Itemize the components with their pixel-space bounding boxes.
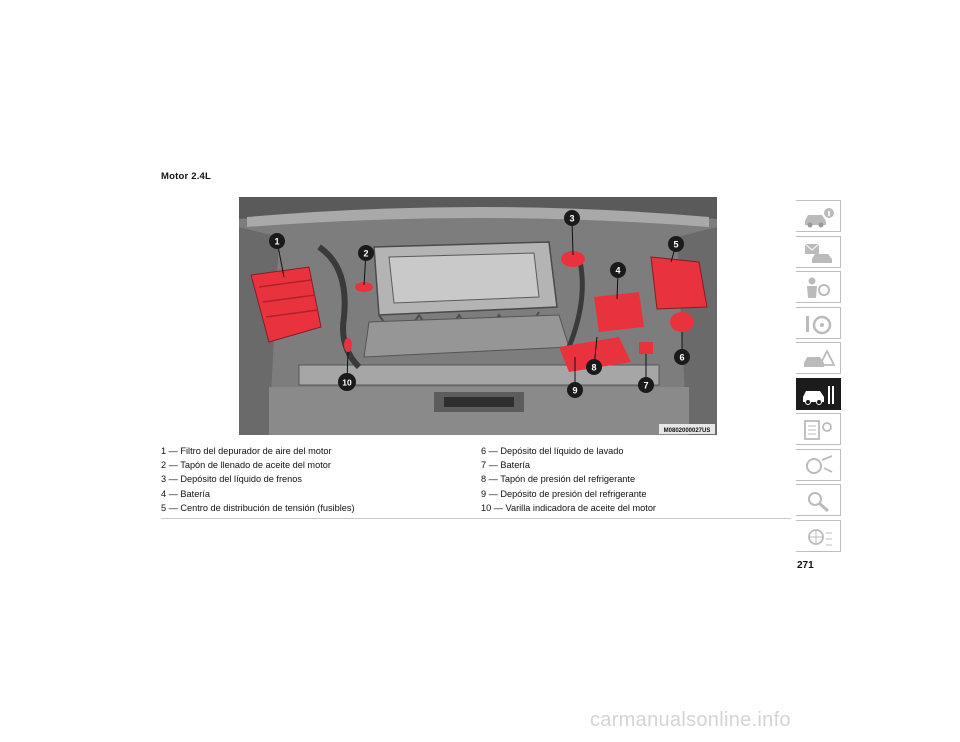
callout-4: [610, 262, 626, 278]
tab-starting-operating[interactable]: [796, 342, 841, 374]
callout-7-label: 7: [643, 381, 648, 391]
legend-item: 8 — Tapón de presión del refrigerante: [481, 474, 636, 485]
callout-9-label: 9: [572, 386, 577, 396]
car-service-wrench-icon: [803, 385, 834, 405]
figure-code: M0802000027US: [664, 428, 711, 434]
callout-1: [269, 233, 285, 249]
callout-6: [674, 349, 690, 365]
languages-icon: [808, 528, 832, 545]
callout-7: [638, 377, 654, 393]
tab-maintenance-schedule[interactable]: [796, 413, 841, 445]
callout-8-label: 8: [591, 363, 596, 373]
callout-10-label: 10: [342, 378, 352, 388]
steering-wheel-icon: [806, 315, 832, 334]
engine-bay-illustration: 1 2 3 4 5 6 7 8 9 10 M0802000027US: [239, 197, 717, 435]
tab-index[interactable]: [796, 484, 841, 516]
tab-getting-started[interactable]: [796, 235, 841, 268]
callout-3-label: 3: [569, 214, 574, 224]
maintenance-checklist-icon: [804, 420, 832, 440]
tab-languages[interactable]: [796, 519, 841, 552]
callout-5: [668, 236, 684, 252]
warning-car-icon: [804, 348, 836, 367]
engine-bay-figure: 1 2 3 4 5 6 7 8 9 10 M0802000027US: [239, 197, 717, 435]
legend-item: 4 — Batería: [161, 488, 211, 499]
legend-item: 5 — Centro de distribución de tensión (f…: [161, 502, 355, 513]
page-title: Motor 2.4L: [161, 171, 212, 182]
specifications-icon: [806, 454, 833, 474]
magnifier-index-icon: [808, 492, 829, 513]
callout-4-label: 4: [615, 266, 620, 276]
chapter-tab-strip: [796, 200, 841, 555]
page-number: 271: [797, 560, 814, 571]
legend-item: 2 — Tapón de llenado de aceite del motor: [161, 460, 331, 471]
tab-getting-to-know-vehicle[interactable]: [796, 200, 841, 232]
legend-item: 9 — Depósito de presión del refrigerante: [481, 488, 647, 499]
callout-5-label: 5: [673, 240, 678, 250]
callout-3: [564, 210, 580, 226]
seat-belt-person-icon: [807, 277, 830, 298]
legend-item: 1 — Filtro del depurador de aire del mot…: [161, 446, 332, 456]
callout-8: [586, 359, 602, 375]
watermark: carmanualsonline.info: [590, 709, 791, 731]
tab-specifications[interactable]: [796, 448, 841, 481]
callout-2: [358, 245, 374, 261]
callout-markers: 1 2 3 4 5 6 7 8 9 10: [269, 210, 690, 398]
callout-6-label: 6: [679, 353, 684, 363]
tab-servicing-maintenance[interactable]: [796, 377, 841, 410]
figure-legend: 1 — Filtro del depurador de aire del mot…: [161, 444, 791, 520]
car-info-icon: [805, 208, 834, 228]
legend-item: 6 — Depósito del líquido de lavado: [481, 446, 624, 456]
envelope-car-icon: [804, 243, 832, 263]
callout-10: [338, 373, 356, 391]
legend-item: 3 — Depósito del líquido de frenos: [161, 474, 302, 485]
legend-item: 7 — Batería: [481, 460, 531, 471]
tab-safety[interactable]: [796, 271, 841, 303]
callout-2-label: 2: [363, 249, 368, 259]
legend-item: 10 — Varilla indicadora de aceite del mo…: [481, 502, 656, 513]
callout-9: [567, 382, 583, 398]
tab-instrument-cluster[interactable]: [796, 306, 841, 339]
callout-1-label: 1: [274, 237, 279, 247]
